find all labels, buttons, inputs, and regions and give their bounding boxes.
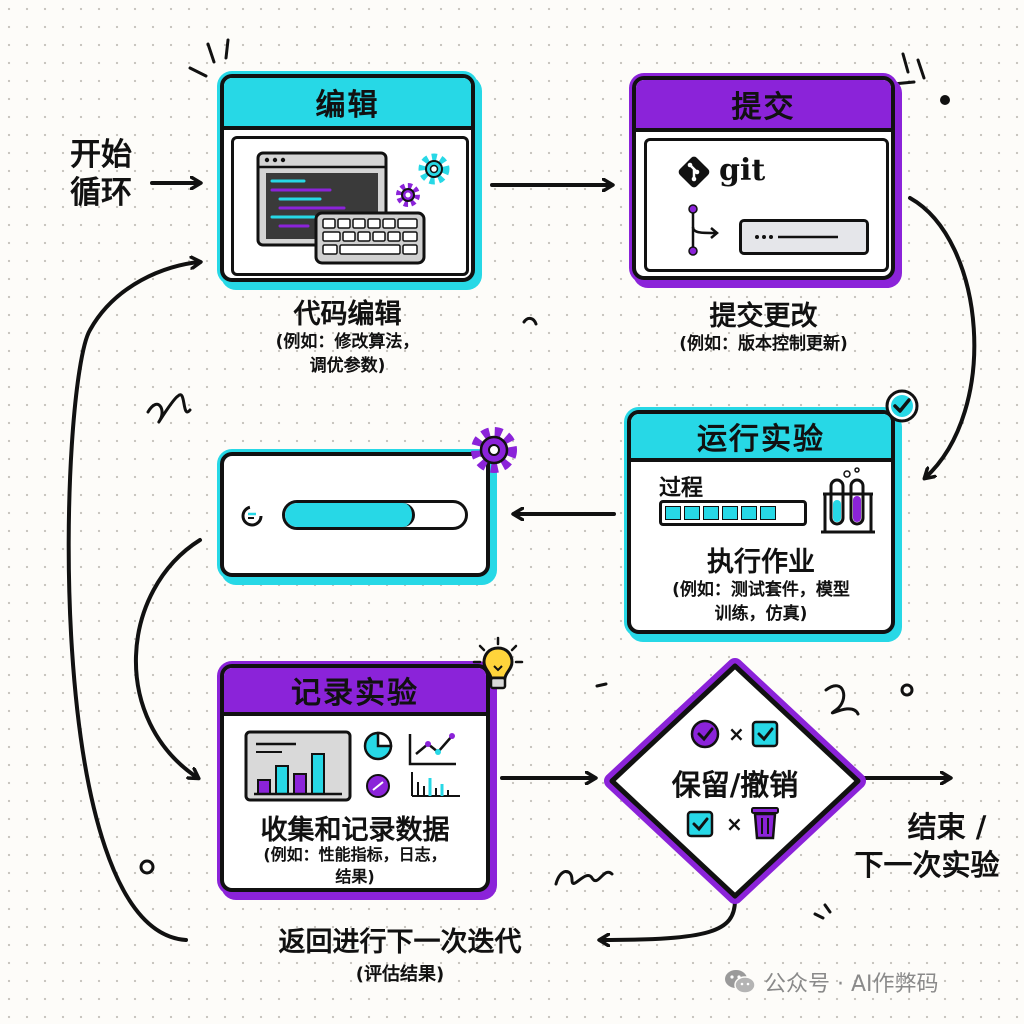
decision-cross-bottom: × [726,812,743,836]
purple-dot-icon [366,774,390,798]
record-title: 收集和记录数据 [260,815,450,846]
doodle-dots [940,95,950,105]
end-line-2: 下一次实验 [854,848,1000,882]
run-card-header: 运行实验 [631,414,891,462]
test-tubes-icon [821,467,875,534]
progress-fill [285,503,415,527]
progress-card [220,452,490,577]
edit-card-header: 编辑 [224,78,471,130]
watermark-text: 公众号 · AI作弊码 [764,972,939,997]
decision-diamond [604,658,866,904]
commit-card-body: git [644,138,889,272]
analytics-illustration [244,730,460,802]
record-card-header: 记录实验 [224,668,486,716]
watermark: 公众号 · AI作弊码 [724,966,939,998]
gear-icon-purple [396,183,420,207]
edit-card-body [231,136,469,276]
branch-icon [688,204,719,256]
start-line-2: 循环 [70,175,132,211]
spinner-icon [241,505,263,527]
process-label: 过程 [659,476,704,501]
lightbulb-icon [472,636,524,690]
end-label: 结束 / 下一次实验 [832,808,1022,884]
start-line-1: 开始 [70,137,132,173]
arrow-decision-to-loop [600,898,737,940]
pie-chart-icon [363,731,393,761]
commit-sub: (例如：版本控制更新) [679,334,848,354]
wechat-icon [725,970,756,994]
edit-sub-line-1: (例如：修改算法， [275,332,420,352]
arrow-loop-to-edit [66,262,200,942]
edit-card: 编辑 [220,74,475,282]
record-sub-line-2: 结果) [335,867,375,886]
progress-track [282,500,468,530]
gear-icon-cyan [418,153,450,185]
edit-sub-line-2: 调优参数) [309,356,386,376]
commit-card-header: 提交 [636,80,891,132]
arrow-progress-to-record [133,538,202,778]
doodles [146,38,926,920]
code-editor-illustration [256,151,450,265]
start-label: 开始 循环 [70,136,132,212]
gear-icon-purple-large [471,427,517,473]
decision-cross-top: × [728,722,745,746]
commit-title: 提交更改 [709,301,818,332]
loop-back-sub: (评估结果) [355,964,445,985]
trash-icon [751,807,779,840]
git-logo-icon [678,156,710,188]
commit-message-box [739,219,869,255]
checkmark-badge-icon [885,389,919,423]
record-sub-line-1: (例如：性能指标，日志， [263,845,447,864]
record-card: 记录实验 收集和记录数据 (例如：性能指标 [220,664,490,892]
arrow-commit-to-run [908,196,977,478]
loop-back-title: 返回进行下一次迭代 [278,927,522,958]
line-graph-icon [408,733,456,766]
process-progress-bar [659,500,807,526]
run-title: 执行作业 [707,547,815,578]
check-circle-icon [690,719,720,749]
end-line-1: 结束 / [907,810,987,844]
mini-bar-icon [411,772,460,797]
run-sub-line-1: (例如：测试套件，模型 [672,580,850,600]
run-sub-line-2: 训练，仿真) [714,604,808,624]
check-box-icon-top [751,720,779,748]
edit-title: 代码编辑 [293,299,402,330]
run-sub: (例如：测试套件，模型 训练，仿真) [631,578,891,626]
run-card: 运行实验 过程 执行作业 (例如：测试套件，模型 训练，仿真) [627,410,895,634]
decision-label: 保留/撤销 [671,768,799,802]
check-box-icon-bottom [686,810,714,838]
commit-card: 提交 git [632,76,895,280]
record-sub: (例如：性能指标，日志， 结果) [224,844,486,888]
git-text: git [719,153,766,188]
edit-sub: (例如：修改算法， 调优参数) [230,330,465,378]
